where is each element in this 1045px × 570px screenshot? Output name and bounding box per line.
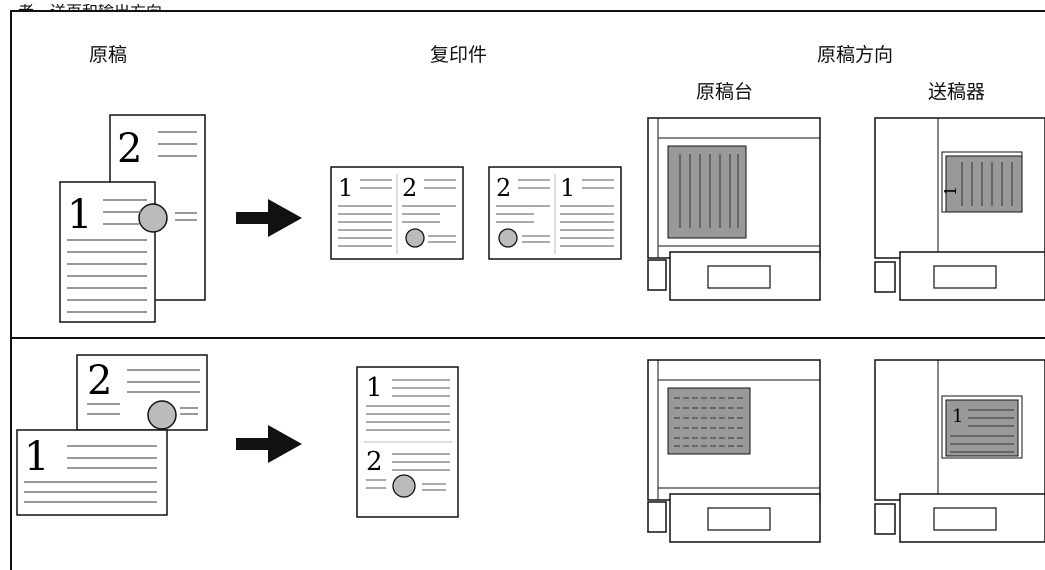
header-copies: 复印件 bbox=[430, 44, 488, 66]
header-original: 原稿 bbox=[89, 44, 128, 66]
page-number-2: 2 bbox=[366, 447, 383, 477]
header-feeder: 送稿器 bbox=[928, 81, 986, 103]
page-number-1: 1 bbox=[941, 186, 960, 196]
caption-fragment: 者，送页和输出方向。 bbox=[18, 4, 178, 12]
page-number-1: 1 bbox=[338, 174, 353, 202]
page-number-1: 1 bbox=[366, 373, 383, 403]
portrait-originals-illustration: 2 1 bbox=[59, 114, 206, 323]
feeder-machine-portrait: 1 bbox=[874, 117, 1045, 301]
header-platen: 原稿台 bbox=[696, 81, 754, 103]
header-orientation: 原稿方向 bbox=[817, 44, 894, 66]
platen-machine-portrait bbox=[647, 117, 821, 301]
page-number-1: 1 bbox=[67, 192, 92, 238]
figure-frame: 者，送页和输出方向。 bbox=[10, 4, 1045, 570]
arrow-right-icon bbox=[236, 425, 302, 463]
copy-layout-left-to-right: 1 2 bbox=[330, 166, 464, 260]
page-number-2: 2 bbox=[402, 174, 417, 202]
page-number-1: 1 bbox=[24, 434, 49, 480]
copy-layout-right-to-left: 2 1 bbox=[488, 166, 622, 260]
feeder-machine-landscape: 1 bbox=[874, 359, 1045, 543]
page-number-2: 2 bbox=[496, 174, 511, 202]
arrow-right-icon bbox=[236, 199, 302, 237]
platen-machine-landscape bbox=[647, 359, 821, 543]
page-number-2: 2 bbox=[87, 358, 112, 404]
page-number-1: 1 bbox=[560, 174, 575, 202]
landscape-originals-illustration: 2 1 bbox=[16, 354, 208, 516]
page-number-2: 2 bbox=[117, 126, 142, 172]
page-number-1: 1 bbox=[952, 406, 963, 427]
copy-layout-stacked: 1 2 bbox=[356, 366, 459, 518]
row-divider bbox=[10, 337, 1045, 339]
